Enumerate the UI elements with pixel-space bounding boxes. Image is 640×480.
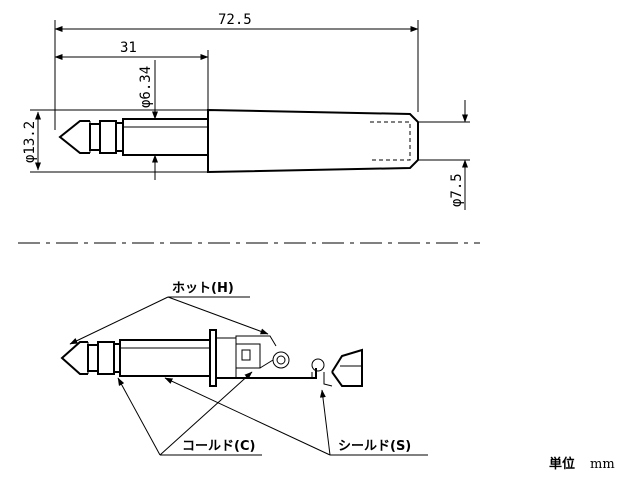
label-shield: シールド(S) [338,439,411,454]
dim-body-diameter: φ13.2 [22,121,38,163]
dim-overall-length: 72.5 [218,12,252,28]
leader-lines [69,296,428,456]
dim-tip-diameter: φ6.34 [138,66,154,108]
label-cold: コールド(C) [182,439,255,454]
dimension-lines [30,20,468,210]
plug-outline-top [58,108,470,174]
label-hot: ホット(H) [172,281,234,296]
plug-internal-view [60,329,363,387]
unit-label: 単位 [549,456,575,472]
unit-value: mm [590,457,615,472]
dim-plug-length: 31 [120,40,137,56]
dim-cable-diameter: φ7.5 [449,173,465,207]
